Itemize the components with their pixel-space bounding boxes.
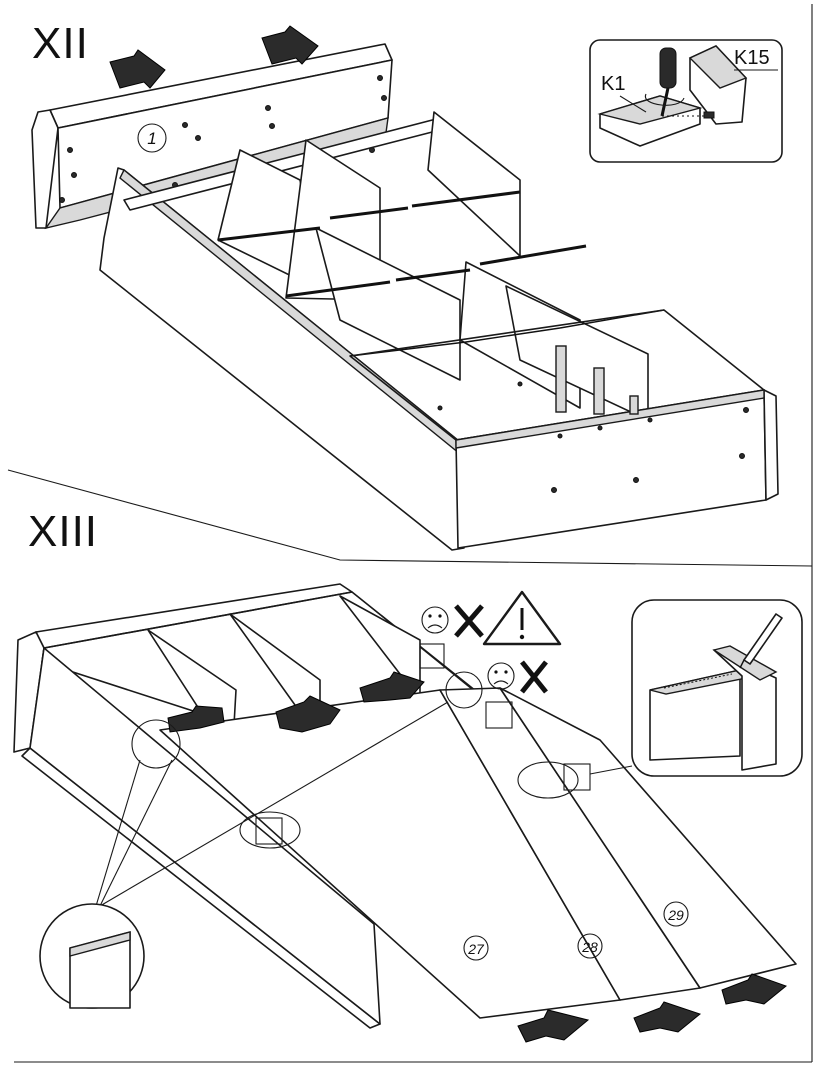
- push-arrow-icon: [721, 973, 788, 1005]
- warning-group: [421, 590, 562, 694]
- step-xiii-drawing: 27 28 29: [13, 583, 803, 1043]
- sad-face-icon: [421, 606, 449, 634]
- shelves: [217, 190, 665, 357]
- part-number-1: 1: [147, 129, 156, 148]
- push-arrow-icon: [633, 1001, 702, 1033]
- cross-icon: [454, 604, 484, 638]
- part-number-28: 28: [581, 939, 598, 955]
- push-arrow-icon: [275, 695, 341, 733]
- slat-29: 29: [499, 687, 797, 989]
- part-number-27: 27: [467, 941, 485, 957]
- detail-inset-fitting: K1 K15: [589, 39, 783, 163]
- fitting-label-k15: K15: [734, 47, 770, 69]
- side-panel-long: [99, 167, 471, 551]
- step-number-xiii: XIII: [28, 507, 99, 556]
- front-box: [349, 309, 779, 549]
- push-arrow-icon: [517, 1009, 590, 1043]
- detail-inset-marking: [589, 599, 803, 777]
- warning-triangle-icon: [482, 590, 562, 646]
- push-arrow-icon: [359, 671, 425, 703]
- screwdriver-icon: [645, 47, 685, 117]
- detail-circle-corner: [39, 903, 145, 1009]
- page-frame: [7, 4, 813, 1063]
- step-xii-drawing: 1: [31, 25, 783, 551]
- sad-face-icon: [487, 662, 515, 690]
- step-number-xii: XII: [32, 19, 89, 68]
- divider-walls: [217, 111, 649, 421]
- cross-icon: [520, 660, 548, 694]
- drawer-rails: [555, 345, 639, 415]
- callout-markers: [95, 643, 591, 907]
- pencil-icon: [739, 613, 783, 669]
- fitting-label-k1: K1: [601, 73, 625, 95]
- part-number-29: 29: [667, 907, 684, 923]
- push-arrow-icon: [261, 25, 319, 65]
- push-arrow-icon: [109, 49, 166, 89]
- push-arrow-icon: [167, 705, 225, 733]
- bed-frame: [13, 583, 691, 1029]
- part-label-1: 1: [137, 123, 167, 153]
